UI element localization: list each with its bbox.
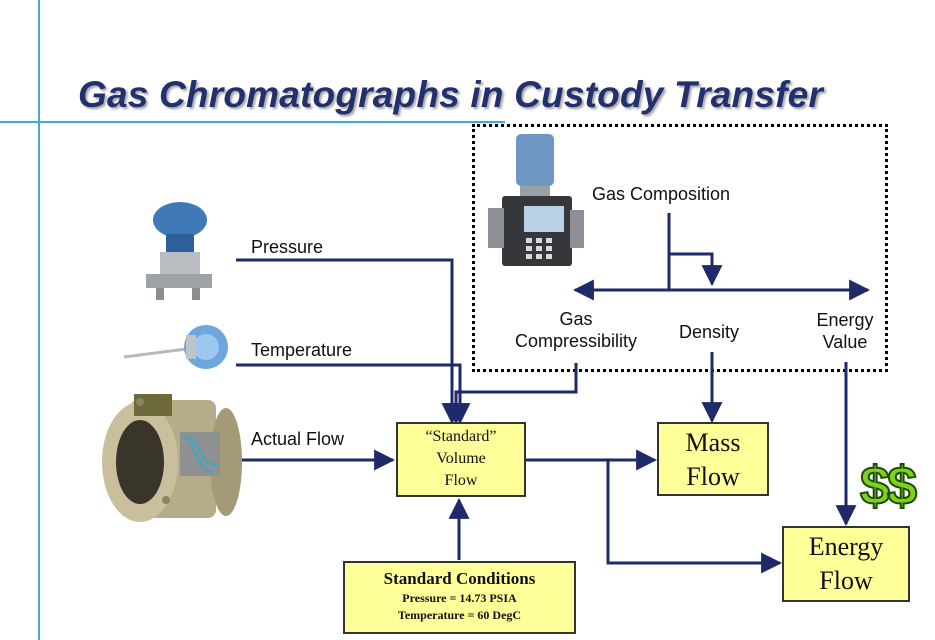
temperature-transmitter-icon — [123, 325, 228, 369]
standard-to-energy-wire — [606, 460, 783, 574]
energy-flow-box: Energy Flow — [782, 526, 910, 602]
energy-flow-line1: Energy — [808, 532, 884, 561]
gas-compressibility-line1: Gas — [559, 309, 593, 329]
standard-volume-flow-box: “Standard” Volume Flow — [396, 422, 526, 497]
mass-flow-line2: Flow — [686, 462, 740, 491]
pressure-label: Pressure — [251, 237, 324, 257]
energy-flow-line2: Flow — [819, 566, 873, 595]
density-label: Density — [679, 322, 740, 342]
standard-pressure-value: Pressure = 14.73 PSIA — [402, 591, 517, 605]
gas-compressibility-label: Gas Compressibility — [496, 308, 656, 352]
vertical-accent-line — [38, 0, 40, 640]
standard-volume-line3: Flow — [444, 472, 478, 489]
mass-flow-line1: Mass — [685, 428, 741, 457]
compressibility-wire — [445, 363, 578, 425]
pressure-transmitter-icon — [146, 202, 212, 300]
dollar-sign-icon: $$ — [859, 455, 918, 517]
composition-branch — [669, 252, 723, 287]
temperature-label: Temperature — [251, 340, 353, 360]
gas-chromatograph-icon — [488, 134, 584, 266]
standard-conditions-box: Standard Conditions Pressure = 14.73 PSI… — [343, 561, 576, 634]
actual-flow-label: Actual Flow — [251, 429, 345, 449]
mass-flow-box: Mass Flow — [657, 422, 769, 496]
flow-meter-icon — [102, 394, 242, 522]
standard-conditions-heading: Standard Conditions — [383, 569, 536, 588]
energy-value-label: Energy Value — [800, 309, 890, 353]
energy-value-line2: Value — [822, 332, 868, 352]
gas-chromatograph-boundary — [472, 124, 888, 372]
temperature-wire — [236, 363, 471, 425]
standard-temperature-value: Temperature = 60 DegC — [397, 608, 522, 622]
standard-volume-line1: “Standard” — [425, 428, 497, 445]
gas-compressibility-line2: Compressibility — [514, 331, 638, 351]
energy-value-line1: Energy — [816, 310, 874, 330]
pressure-wire — [236, 258, 463, 425]
standard-volume-line2: Volume — [436, 450, 486, 467]
horizontal-accent-line — [0, 121, 505, 123]
gas-composition-label: Gas Composition — [592, 184, 731, 204]
page-title: Gas Chromatographs in Custody Transfer — [78, 74, 823, 115]
